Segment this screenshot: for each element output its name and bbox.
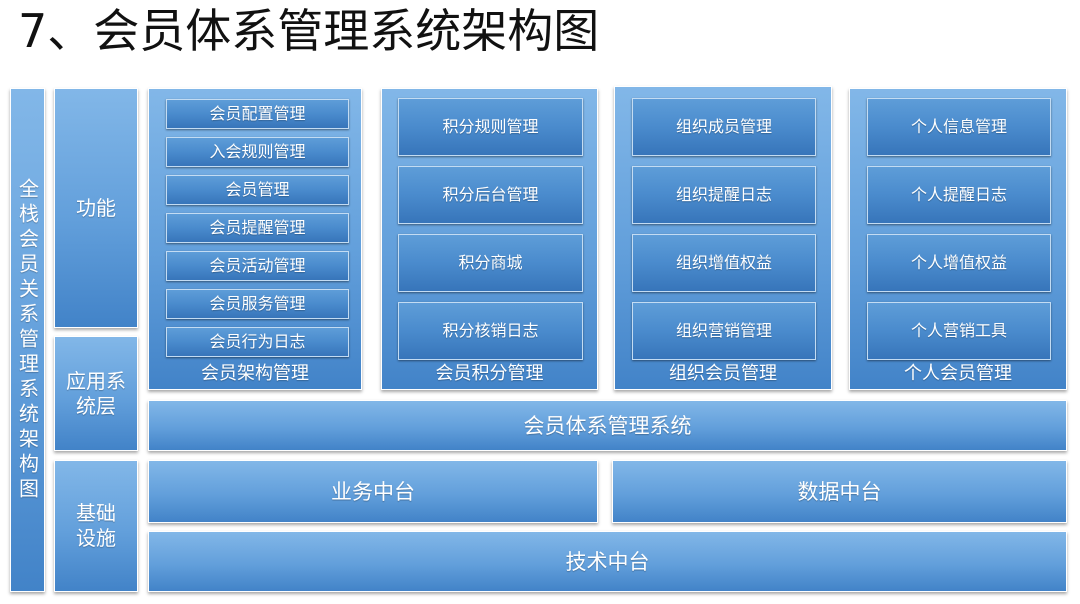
page-title: 7、会员体系管理系统架构图 bbox=[18, 4, 600, 58]
module-item: 组织营销管理 bbox=[632, 302, 816, 360]
module-member-architecture: 会员配置管理 入会规则管理 会员管理 会员提醒管理 会员活动管理 会员服务管理 … bbox=[148, 88, 362, 390]
module-item: 积分后台管理 bbox=[398, 166, 583, 224]
module-item: 组织成员管理 bbox=[632, 98, 816, 156]
module-org-members: 组织成员管理 组织提醒日志 组织增值权益 组织营销管理 组织会员管理 bbox=[614, 86, 832, 390]
layer-application-label: 应用系 统层 bbox=[66, 368, 126, 418]
tech-platform-box: 技术中台 bbox=[148, 531, 1067, 592]
layer-function-label: 功能 bbox=[76, 195, 116, 220]
module-item: 入会规则管理 bbox=[166, 137, 349, 167]
module-item: 会员活动管理 bbox=[166, 251, 349, 281]
tech-platform-label: 技术中台 bbox=[565, 549, 650, 574]
module-label: 组织会员管理 bbox=[669, 363, 777, 384]
module-item: 积分商城 bbox=[398, 234, 583, 292]
layer-function-box: 功能 bbox=[54, 88, 138, 328]
module-item: 个人增值权益 bbox=[867, 234, 1051, 292]
business-platform-box: 业务中台 bbox=[148, 460, 598, 523]
module-item: 会员管理 bbox=[166, 175, 349, 205]
module-label: 会员积分管理 bbox=[435, 363, 544, 384]
module-item: 会员配置管理 bbox=[166, 99, 349, 129]
application-system-bar: 会员体系管理系统 bbox=[148, 400, 1067, 451]
layer-application-box: 应用系 统层 bbox=[54, 336, 138, 451]
module-item: 积分核销日志 bbox=[398, 302, 583, 360]
data-platform-box: 数据中台 bbox=[612, 460, 1067, 523]
module-item: 会员提醒管理 bbox=[166, 213, 349, 243]
side-label: 全栈会员关系管理系统架构图 bbox=[15, 177, 40, 503]
module-label: 会员架构管理 bbox=[201, 363, 309, 384]
module-item: 组织增值权益 bbox=[632, 234, 816, 292]
data-platform-label: 数据中台 bbox=[797, 479, 882, 504]
module-item: 个人营销工具 bbox=[867, 302, 1051, 360]
side-label-box: 全栈会员关系管理系统架构图 bbox=[10, 88, 45, 592]
layer-infrastructure-label: 基础 设施 bbox=[76, 501, 116, 550]
module-item: 会员行为日志 bbox=[166, 327, 349, 357]
module-item: 个人提醒日志 bbox=[867, 166, 1051, 224]
module-individual-members: 个人信息管理 个人提醒日志 个人增值权益 个人营销工具 个人会员管理 bbox=[849, 88, 1067, 390]
application-system-label: 会员体系管理系统 bbox=[523, 413, 692, 438]
module-label: 个人会员管理 bbox=[904, 363, 1012, 384]
layer-infrastructure-box: 基础 设施 bbox=[54, 460, 138, 592]
business-platform-label: 业务中台 bbox=[331, 479, 415, 504]
module-member-points: 积分规则管理 积分后台管理 积分商城 积分核销日志 会员积分管理 bbox=[381, 88, 598, 390]
module-item: 组织提醒日志 bbox=[632, 166, 816, 224]
module-item: 积分规则管理 bbox=[398, 98, 583, 156]
module-item: 会员服务管理 bbox=[166, 289, 349, 319]
module-item: 个人信息管理 bbox=[867, 98, 1051, 156]
